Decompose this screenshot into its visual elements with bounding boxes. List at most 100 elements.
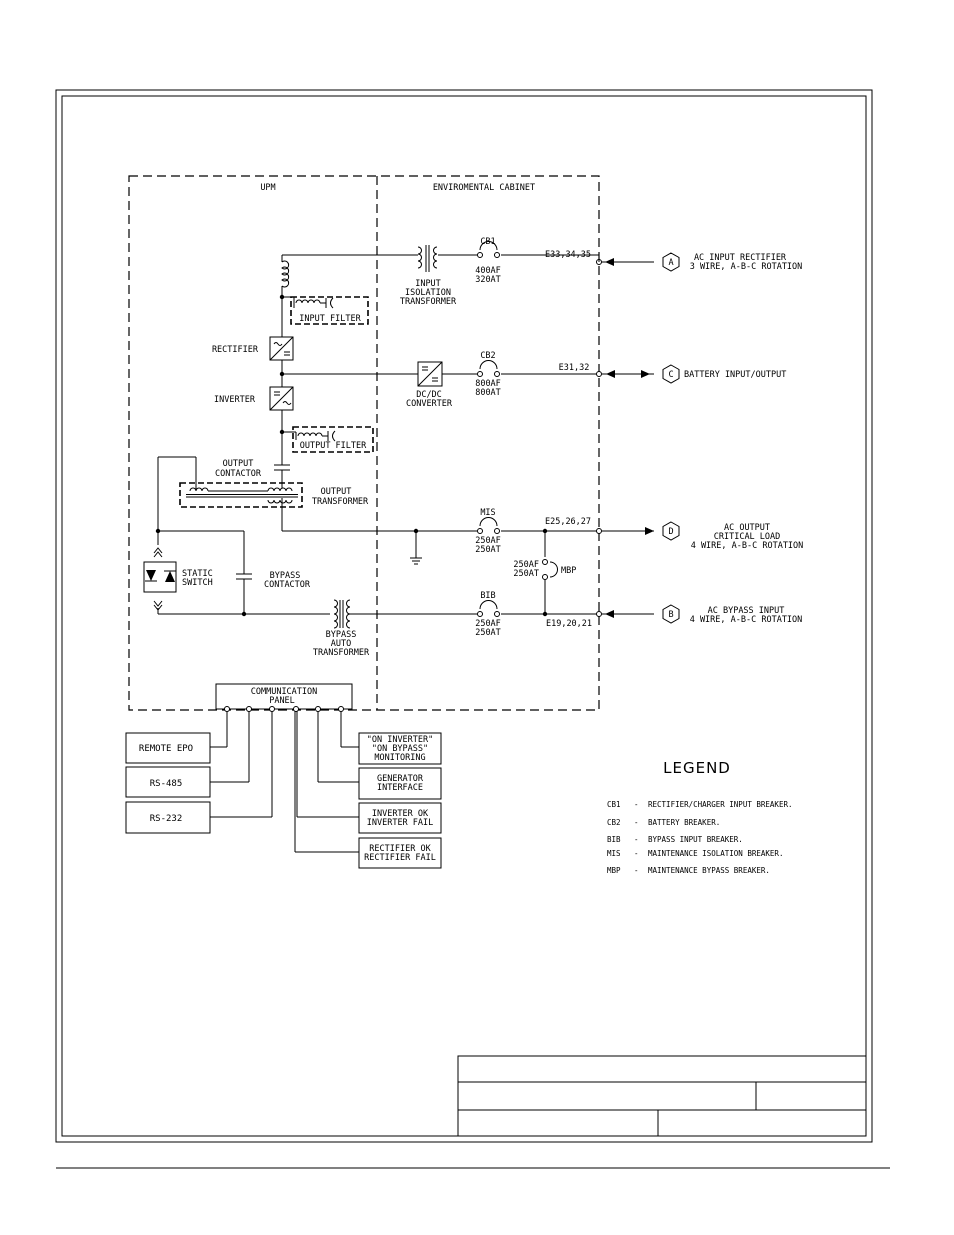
bypass-contactor-label-1: BYPASS [270, 571, 301, 581]
static-switch-label-2: SWITCH [182, 578, 213, 588]
mis-rating-at: 250AT [475, 545, 501, 555]
svg-text:E25,26,27: E25,26,27 [545, 517, 591, 527]
svg-text:CB2: CB2 [607, 818, 621, 827]
output-contactor: OUTPUT CONTACTOR [215, 459, 290, 479]
rectifier-ok-fail-box: RECTIFIER OK RECTIFIER FAIL [358, 837, 442, 869]
connection-a-letter: A [668, 258, 673, 268]
svg-text:MAINTENANCE ISOLATION BREAKER.: MAINTENANCE ISOLATION BREAKER. [648, 849, 783, 858]
output-contactor-label-2: CONTACTOR [215, 469, 262, 479]
svg-text:REMOTE EPO: REMOTE EPO [139, 744, 193, 754]
cb1-rating-at: 320AT [475, 275, 501, 285]
cb1-rating-af: 400AF [475, 266, 501, 276]
static-switch-label-1: STATIC [182, 569, 213, 579]
svg-text:RS-232: RS-232 [150, 814, 183, 824]
cb2-rating-af: 800AF [475, 379, 501, 389]
svg-text:GENERATOR: GENERATOR [377, 774, 424, 784]
input-filter-label: INPUT FILTER [299, 314, 361, 324]
breaker-mis: MIS 250AF 250AT [475, 508, 501, 555]
mis-name: MIS [480, 508, 495, 518]
dc-dc-converter-label-2: CONVERTER [406, 399, 453, 409]
legend-item: MIS - MAINTENANCE ISOLATION BREAKER. [607, 849, 783, 858]
output-contactor-label-1: OUTPUT [223, 459, 254, 469]
output-transformer-label-2: TRANSFORMER [312, 497, 369, 507]
ground-symbol [410, 528, 422, 565]
legend: LEGEND CB1 - RECTIFIER/CHARGER INPUT BRE… [607, 759, 793, 875]
static-switch: STATIC SWITCH [143, 456, 330, 615]
mbp-rating-af: 250AF [513, 560, 539, 570]
breaker-cb2: CB2 800AF 800AT [475, 351, 501, 398]
breaker-cb1: CB1 400AF 320AT [475, 237, 501, 285]
bypass-contactor: BYPASS CONTACTOR [236, 531, 311, 617]
bypass-auto-transformer: BYPASS AUTO TRANSFORMER [313, 599, 599, 658]
svg-text:-: - [634, 800, 639, 809]
output-filter: OUTPUT FILTER [282, 426, 374, 453]
bib-rating-at: 250AT [475, 628, 501, 638]
svg-text:"ON BYPASS": "ON BYPASS" [372, 744, 428, 754]
communication-panel-line-2: PANEL [269, 696, 295, 706]
svg-text:-: - [634, 866, 639, 875]
svg-text:BATTERY BREAKER.: BATTERY BREAKER. [648, 818, 720, 827]
svg-text:CB1: CB1 [607, 800, 621, 809]
svg-text:BIB: BIB [607, 835, 621, 844]
svg-text:RECTIFIER FAIL: RECTIFIER FAIL [364, 853, 436, 863]
junction-dot [279, 371, 285, 377]
breaker-bib: BIB 250AF 250AT [475, 591, 501, 638]
remote-epo-box: REMOTE EPO [125, 732, 211, 764]
connection-d: D AC OUTPUT CRITICAL LOAD 4 WIRE, A-B-C … [602, 521, 804, 551]
connection-a: A AC INPUT RECTIFIER 3 WIRE, A-B-C ROTAT… [602, 252, 803, 272]
bypass-contactor-label-2: CONTACTOR [264, 580, 311, 590]
connection-c-line-1: BATTERY INPUT/OUTPUT [684, 370, 786, 380]
input-isolation-transformer: INPUT ISOLATION TRANSFORMER [400, 244, 457, 307]
output-filter-label: OUTPUT FILTER [300, 441, 367, 451]
connection-d-letter: D [668, 527, 673, 537]
legend-item: CB2 - BATTERY BREAKER. [607, 818, 720, 827]
dc-dc-converter: DC/DC CONVERTER [406, 361, 453, 409]
bypass-auto-transformer-label-3: TRANSFORMER [313, 648, 370, 658]
svg-text:MIS: MIS [607, 849, 621, 858]
communication-panel: COMMUNICATION PANEL [197, 683, 359, 853]
upm-label: UPM [260, 183, 275, 193]
rs-232-box: RS-232 [125, 801, 211, 834]
inverter: INVERTER [214, 386, 294, 411]
connection-a-line-2: 3 WIRE, A-B-C ROTATION [690, 262, 803, 272]
svg-text:-: - [634, 835, 639, 844]
input-isolation-transformer-label-1: INPUT [415, 279, 441, 289]
svg-text:E31,32: E31,32 [559, 363, 590, 373]
terminal-e33: E33,34,35 [545, 250, 602, 265]
title-block [457, 1055, 867, 1137]
terminal-e19: E19,20,21 [546, 611, 602, 629]
bib-name: BIB [480, 591, 495, 601]
svg-text:-: - [634, 849, 639, 858]
inverter-ok-fail-box: INVERTER OK INVERTER FAIL [358, 802, 442, 834]
terminal-e25: E25,26,27 [545, 517, 602, 534]
svg-text:RECTIFIER/CHARGER INPUT BREAKE: RECTIFIER/CHARGER INPUT BREAKER. [648, 800, 793, 809]
input-filter: INPUT FILTER [282, 296, 369, 325]
outer-frame [55, 89, 873, 1143]
legend-item: MBP - MAINTENANCE BYPASS BREAKER. [607, 866, 770, 875]
legend-title: LEGEND [663, 759, 731, 777]
svg-text:INTERFACE: INTERFACE [377, 783, 423, 793]
svg-text:E33,34,35: E33,34,35 [545, 250, 591, 260]
rectifier-label: RECTIFIER [212, 345, 259, 355]
connection-c-letter: C [668, 370, 673, 380]
connection-b: B AC BYPASS INPUT 4 WIRE, A-B-C ROTATION [602, 604, 803, 625]
mis-rating-af: 250AF [475, 536, 501, 546]
mbp-name: MBP [561, 566, 576, 576]
rs-485-box: RS-485 [125, 766, 211, 798]
output-transformer-label-1: OUTPUT [321, 487, 352, 497]
svg-text:MAINTENANCE BYPASS BREAKER.: MAINTENANCE BYPASS BREAKER. [648, 866, 770, 875]
svg-text:RS-485: RS-485 [150, 779, 183, 789]
connection-d-line-3: 4 WIRE, A-B-C ROTATION [691, 541, 804, 551]
connection-b-line-2: 4 WIRE, A-B-C ROTATION [690, 615, 803, 625]
output-transformer: OUTPUT TRANSFORMER [179, 482, 369, 508]
svg-text:"ON INVERTER": "ON INVERTER" [367, 735, 434, 745]
svg-text:-: - [634, 818, 639, 827]
cb2-rating-at: 800AT [475, 388, 501, 398]
cb1-name: CB1 [480, 237, 495, 247]
dc-dc-converter-label-1: DC/DC [416, 390, 442, 400]
enclosure-outline [128, 175, 600, 711]
legend-item: BIB - BYPASS INPUT BREAKER. [607, 835, 743, 844]
inverter-label: INVERTER [214, 395, 256, 405]
svg-text:INVERTER OK: INVERTER OK [372, 809, 429, 819]
